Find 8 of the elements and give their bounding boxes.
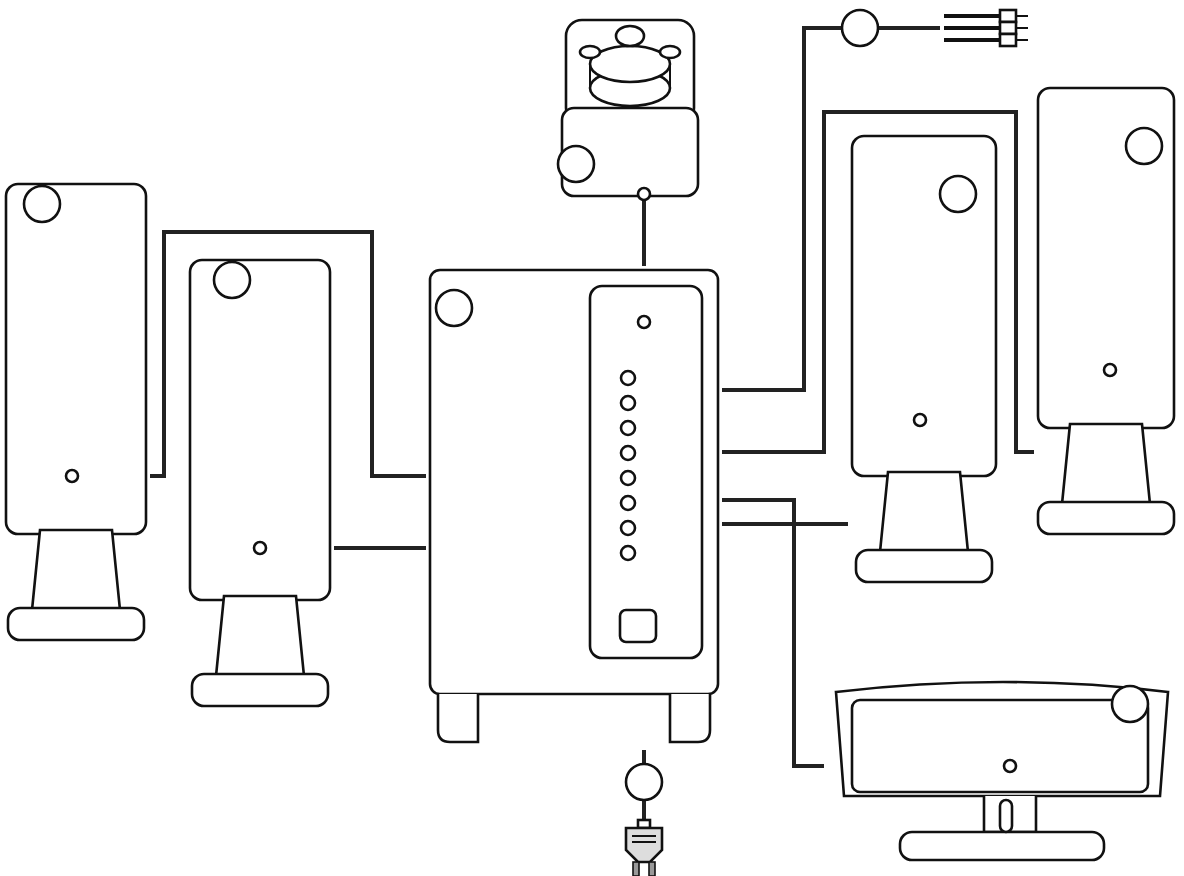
cable: [722, 498, 824, 768]
cable: [722, 26, 940, 392]
cable: [334, 546, 426, 550]
cable: [642, 200, 646, 266]
cable: [150, 230, 426, 478]
cable: [722, 110, 1034, 454]
cable: [722, 522, 848, 526]
cable: [642, 750, 646, 820]
